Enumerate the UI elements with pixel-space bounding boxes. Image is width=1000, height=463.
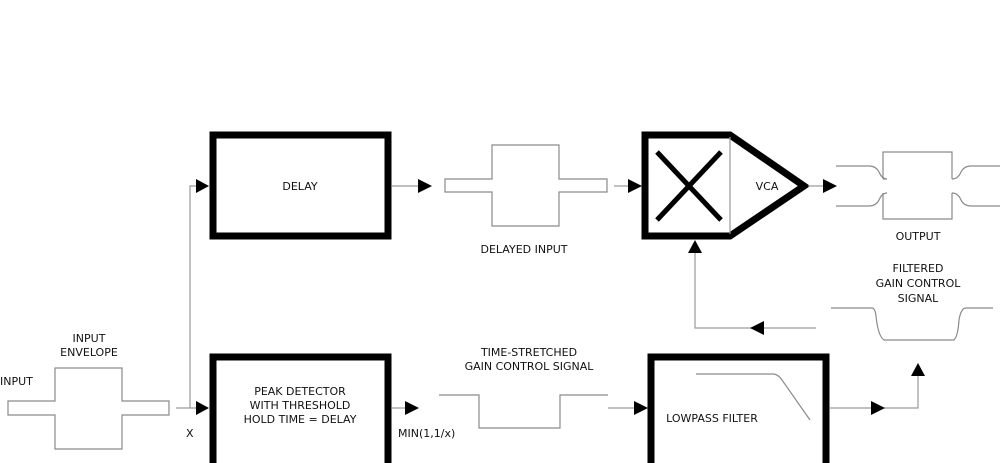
input-envelope-label-line1: INPUT [73, 332, 106, 345]
peak-detector-label-line2: WITH THRESHOLD [250, 399, 351, 412]
lowpass-response-curve [696, 373, 811, 421]
time-stretched-waveform [439, 394, 608, 429]
filtered-gain-label-line2: GAIN CONTROL [876, 277, 962, 290]
time-stretched-label-line2: GAIN CONTROL SIGNAL [465, 360, 595, 373]
arrow-delay-output [418, 179, 432, 193]
branch-wire-to-delay [189, 185, 198, 408]
arrow-peak-detector-output [405, 401, 419, 415]
delayed-input-label: DELAYED INPUT [481, 243, 568, 256]
arrow-into-delay [196, 179, 209, 193]
input-label: INPUT [0, 375, 33, 388]
multiply-x-icon [655, 150, 723, 222]
delayed-input-waveform [444, 144, 608, 227]
vca-label: VCA [756, 180, 779, 193]
output-label: OUTPUT [896, 230, 941, 243]
arrow-vca-output [823, 179, 837, 193]
arrow-into-lowpass [634, 401, 648, 415]
filtered-gain-waveform [831, 307, 993, 341]
filtered-gain-label-line1: FILTERED [893, 262, 944, 275]
arrow-into-vca [628, 179, 642, 193]
lowpass-output-wire [830, 375, 919, 409]
peak-detector-label-line1: PEAK DETECTOR [254, 385, 346, 398]
peak-detector-block [209, 353, 392, 463]
input-envelope-waveform [7, 367, 170, 450]
arrow-lowpass-output [871, 401, 885, 415]
output-waveform [836, 151, 1000, 220]
lowpass-filter-block [647, 353, 830, 463]
peak-detector-label-line3: HOLD TIME = DELAY [244, 413, 357, 426]
filtered-gain-label-line3: SIGNAL [898, 292, 940, 305]
arrow-into-vca-gain [688, 240, 702, 253]
arrow-feedback-left [750, 321, 764, 335]
arrow-into-peak-detector [196, 401, 209, 415]
input-envelope-label-line2: ENVELOPE [60, 346, 118, 359]
delay-label: DELAY [282, 180, 317, 193]
time-stretched-label-line1: TIME-STRETCHED [480, 346, 577, 359]
lowpass-filter-label: LOWPASS FILTER [666, 412, 758, 425]
min-expression-label: MIN(1,1/x) [398, 427, 455, 440]
vca-block [641, 131, 811, 240]
x-label: X [186, 427, 194, 440]
delay-block [209, 131, 392, 240]
gain-feedback-wire [694, 250, 816, 329]
arrow-up-to-filtered-signal [911, 363, 925, 376]
